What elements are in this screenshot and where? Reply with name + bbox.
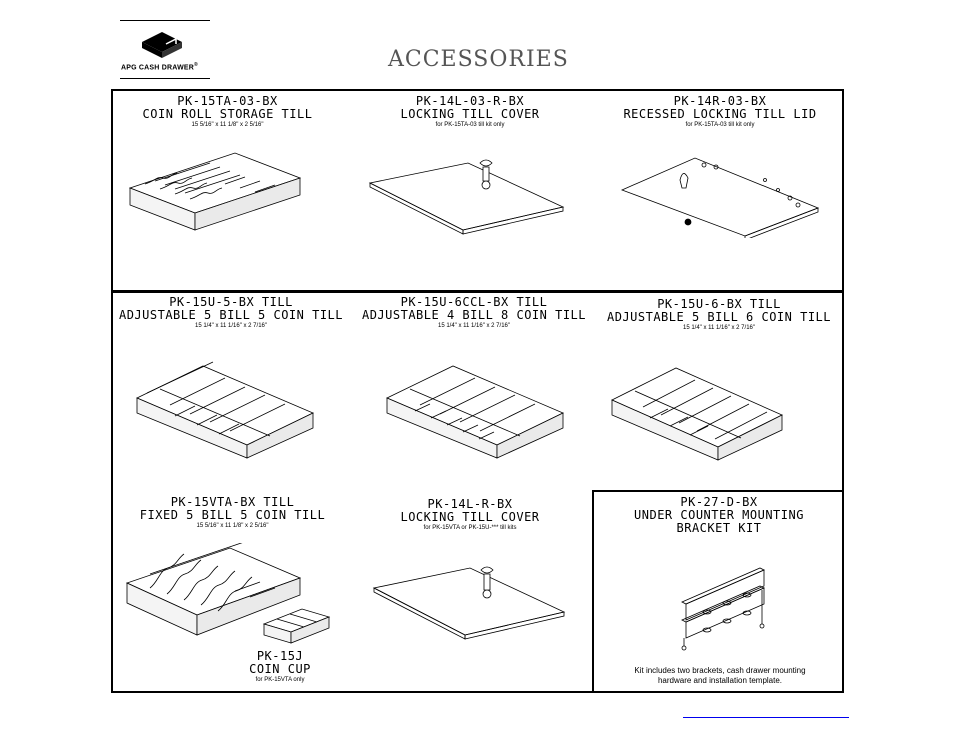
- product-code: PK-15U-6CCL-BX TILL: [400, 295, 548, 309]
- brand-name: APG CASH DRAWER®: [121, 62, 198, 72]
- product-name: ADJUSTABLE 4 BILL 8 COIN TILL: [361, 308, 586, 322]
- product-note: for PK-15TA-03 till kit only: [435, 122, 505, 128]
- product-pk15u5: PK-15U-5-BX TILL ADJUSTABLE 5 BILL 5 COI…: [112, 296, 350, 330]
- hyperlink-underline[interactable]: [683, 717, 849, 718]
- product-pk15j: PK-15J COIN CUP for PK-15VTA only: [235, 650, 325, 684]
- product-dimensions: 15 5/16" x 11 1/8" x 2 5/16": [196, 523, 269, 529]
- fixed-5-bill-5-coin-till-illustration: [125, 543, 302, 636]
- product-pk14r03: PK-14R-03-BX RECESSED LOCKING TILL LID f…: [605, 95, 835, 129]
- product-name: COIN ROLL STORAGE TILL: [142, 107, 313, 121]
- logo-rule-top: [120, 20, 210, 21]
- product-name: ADJUSTABLE 5 BILL 6 COIN TILL: [606, 310, 831, 324]
- adjustable-5-bill-6-coin-till-illustration: [611, 367, 783, 461]
- bracket-kit-frame: [592, 490, 844, 693]
- product-code: PK-14R-03-BX: [673, 94, 767, 108]
- locking-till-cover-illustration: [368, 159, 565, 235]
- product-pk14lr: PK-14L-R-BX LOCKING TILL COVER for PK-15…: [355, 498, 585, 532]
- product-name: LOCKING TILL COVER: [400, 510, 540, 524]
- recessed-till-lid-illustration: [620, 157, 820, 238]
- adjustable-4-bill-8-coin-till-illustration: [386, 365, 564, 459]
- product-pk15u6: PK-15U-6-BX TILL ADJUSTABLE 5 BILL 6 COI…: [600, 298, 838, 332]
- product-code: PK-15VTA-BX TILL: [170, 495, 295, 509]
- logo-rule-bottom: [120, 78, 210, 79]
- product-code: PK-14L-R-BX: [427, 497, 513, 511]
- product-name-line-2: BRACKET KIT: [676, 521, 762, 535]
- product-dimensions: 15 5/16" x 11 1/8" x 2 5/16": [191, 122, 264, 128]
- apg-logo-icon: [142, 32, 182, 58]
- product-name: RECESSED LOCKING TILL LID: [623, 107, 817, 121]
- product-code: PK-15U-6-BX TILL: [657, 297, 781, 311]
- mounting-bracket-illustration: [681, 567, 765, 651]
- product-code: PK-15U-5-BX TILL: [169, 295, 293, 309]
- product-pk15u6ccl: PK-15U-6CCL-BX TILL ADJUSTABLE 4 BILL 8 …: [355, 296, 593, 330]
- product-name: COIN CUP: [249, 662, 311, 676]
- product-pk15vta: PK-15VTA-BX TILL FIXED 5 BILL 5 COIN TIL…: [120, 496, 345, 530]
- kit-note-line-1: Kit includes two brackets, cash drawer m…: [634, 666, 806, 675]
- kit-note-line-2: hardware and installation template.: [657, 676, 783, 685]
- adjustable-5-bill-5-coin-till-illustration: [136, 361, 314, 459]
- product-note: for PK-15VTA or PK-15U-*** till kits: [423, 525, 517, 531]
- coin-roll-till-illustration: [128, 152, 302, 231]
- product-note: for PK-15TA-03 till kit only: [685, 122, 755, 128]
- product-code: PK-15J: [256, 649, 304, 663]
- product-code: PK-15TA-03-BX: [177, 94, 278, 108]
- product-name: LOCKING TILL COVER: [400, 107, 540, 121]
- product-dimensions: 15 1/4" x 11 1/16" x 2 7/16": [438, 323, 510, 329]
- product-code: PK-27-D-BX: [680, 495, 758, 509]
- locking-till-cover-2-illustration: [372, 566, 566, 640]
- product-name: UNDER COUNTER MOUNTING: [634, 508, 804, 522]
- product-pk27d: PK-27-D-BX UNDER COUNTER MOUNTING BRACKE…: [600, 496, 838, 535]
- product-name: FIXED 5 BILL 5 COIN TILL: [139, 508, 326, 522]
- product-dimensions: 15 1/4" x 11 1/16" x 2 7/16": [683, 325, 755, 331]
- product-pk15ta03: PK-15TA-03-BX COIN ROLL STORAGE TILL 15 …: [120, 95, 335, 129]
- product-pk14l03r: PK-14L-03-R-BX LOCKING TILL COVER for PK…: [355, 95, 585, 129]
- bracket-kit-note: Kit includes two brackets, cash drawer m…: [598, 666, 842, 686]
- coin-cup-illustration: [262, 608, 331, 644]
- product-dimensions: 15 1/4" x 11 1/16" x 2 7/16": [195, 323, 267, 329]
- product-name: ADJUSTABLE 5 BILL 5 COIN TILL: [118, 308, 343, 322]
- page-title: ACCESSORIES: [388, 47, 569, 72]
- product-code: PK-14L-03-R-BX: [415, 94, 525, 108]
- product-note: for PK-15VTA only: [255, 677, 305, 683]
